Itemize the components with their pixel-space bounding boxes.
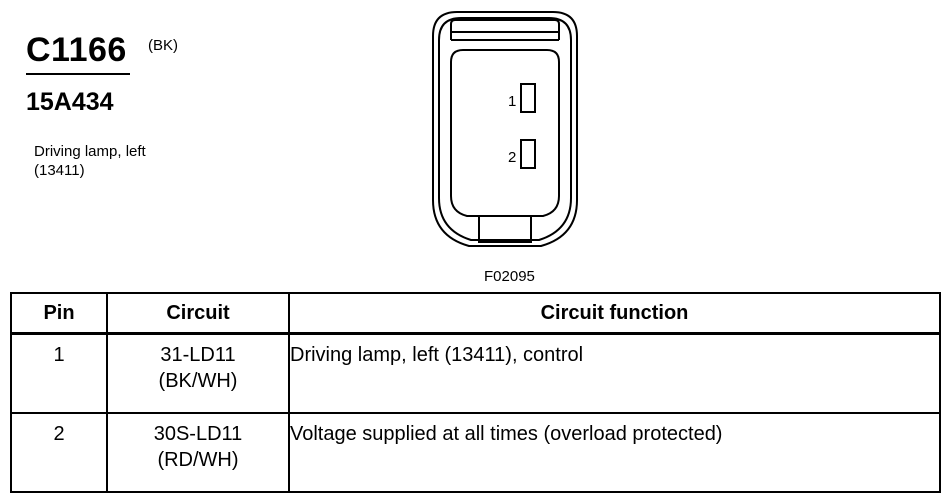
table-row: 1 31-LD11 (BK/WH) Driving lamp, left (13… bbox=[10, 332, 941, 414]
terminal-face bbox=[450, 49, 560, 217]
pin-cavity-1 bbox=[520, 83, 536, 113]
description-line: Driving lamp, left bbox=[34, 143, 146, 160]
circuit-number: 30S-LD11 bbox=[153, 423, 243, 445]
pin-cavity-2 bbox=[520, 139, 536, 169]
cell-pin: 1 bbox=[10, 332, 108, 414]
cell-circuit-function: Driving lamp, left (13411), control bbox=[288, 332, 941, 414]
part-number: 15A434 bbox=[26, 88, 114, 116]
figure-id: F02095 bbox=[484, 268, 535, 285]
cell-circuit: 30S-LD11 (RD/WH) bbox=[106, 412, 290, 493]
table-header-row: Pin Circuit Circuit function bbox=[10, 292, 941, 335]
title-underline bbox=[26, 73, 130, 75]
circuit-number: 31-LD11 bbox=[160, 344, 236, 366]
connector-face-diagram: 1 2 bbox=[432, 11, 578, 247]
column-header-circuit: Circuit bbox=[106, 292, 290, 335]
locking-tab bbox=[450, 19, 560, 40]
column-header-circuit-function: Circuit function bbox=[288, 292, 941, 335]
cell-pin: 2 bbox=[10, 412, 108, 493]
connector-housing-inner bbox=[438, 17, 572, 241]
polarizing-key bbox=[478, 216, 532, 243]
wire-color: (BK/WH) bbox=[158, 370, 238, 392]
pinout-table: Pin Circuit Circuit function 1 31-LD11 (… bbox=[10, 292, 941, 493]
connector-id: C1166 bbox=[26, 31, 127, 69]
table-row: 2 30S-LD11 (RD/WH) Voltage supplied at a… bbox=[10, 412, 941, 493]
cell-circuit-function: Voltage supplied at all times (overload … bbox=[288, 412, 941, 493]
pin-label-1: 1 bbox=[508, 93, 516, 110]
column-header-pin: Pin bbox=[10, 292, 108, 335]
pin-label-2: 2 bbox=[508, 149, 516, 166]
connector-description: Driving lamp, left (13411) bbox=[34, 142, 146, 180]
connector-color-code: (BK) bbox=[148, 37, 178, 54]
description-line: (13411) bbox=[34, 162, 85, 179]
connector-housing-outer bbox=[432, 11, 578, 247]
cell-circuit: 31-LD11 (BK/WH) bbox=[106, 332, 290, 414]
wire-color: (RD/WH) bbox=[157, 449, 239, 471]
